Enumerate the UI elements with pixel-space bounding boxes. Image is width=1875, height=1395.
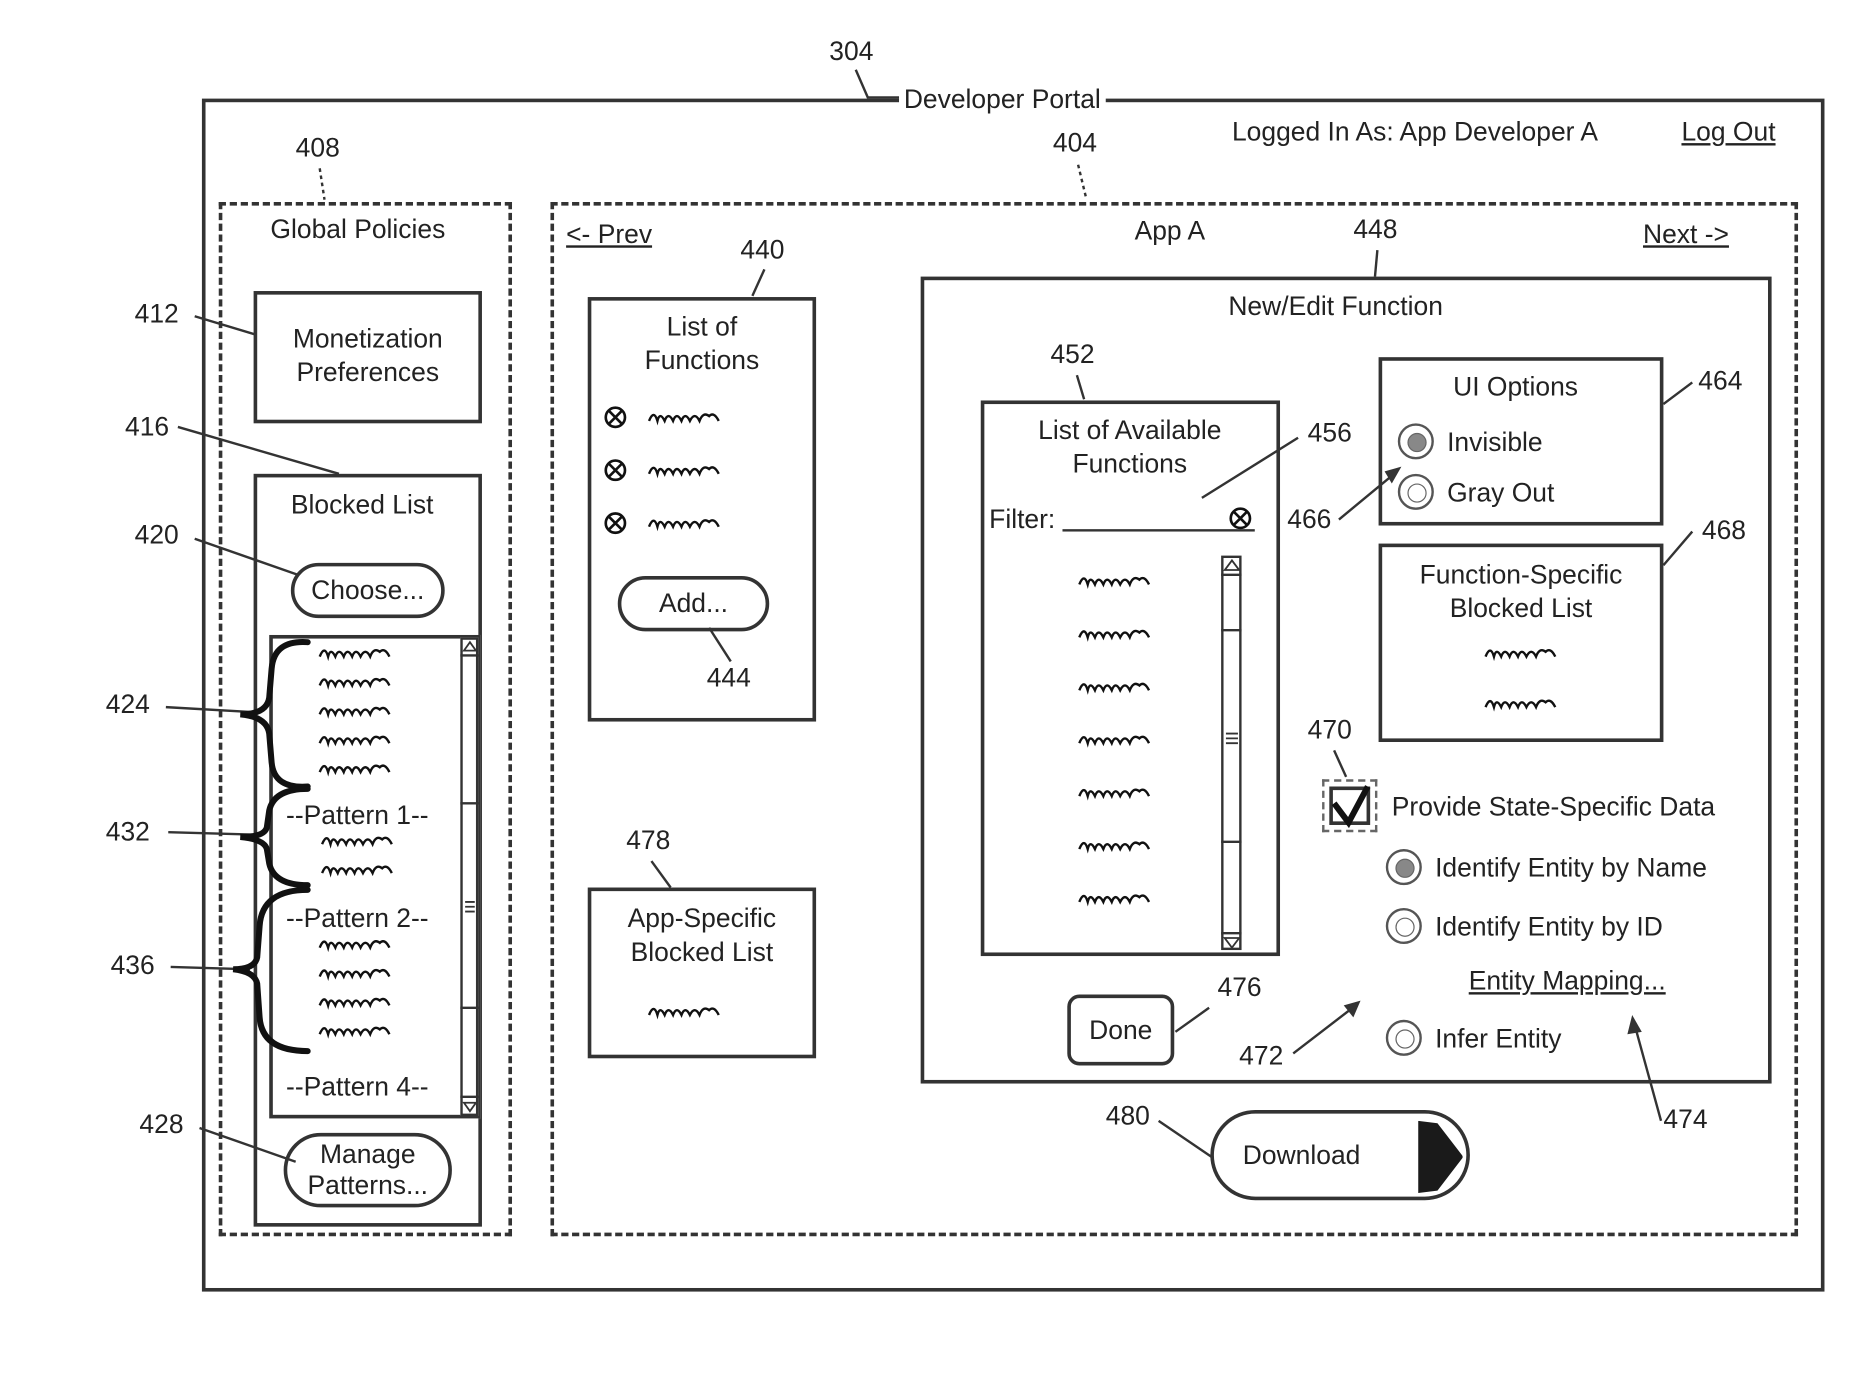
ref-428: 428 [139, 1109, 183, 1140]
leader-304 [856, 70, 899, 98]
download-button-label: Download [1243, 1140, 1361, 1171]
ref-416: 416 [125, 411, 169, 442]
state-specific-label: Provide State-Specific Data [1392, 790, 1715, 823]
ref-464: 464 [1698, 366, 1742, 397]
gray-out-radio[interactable] [1398, 474, 1434, 510]
prev-link[interactable]: <- Prev [566, 218, 652, 251]
logout-link[interactable]: Log Out [1681, 115, 1775, 148]
ref-440: 440 [740, 235, 784, 266]
choose-button[interactable]: Choose... [291, 563, 445, 618]
identify-by-name-label: Identify Entity by Name [1435, 851, 1707, 884]
infer-entity-label: Infer Entity [1435, 1022, 1561, 1055]
app-title: App A [1135, 214, 1206, 247]
function-specific-blocked-list-title: Function-Specific Blocked List [1392, 558, 1650, 624]
ref-412: 412 [135, 298, 179, 329]
gray-out-label: Gray Out [1447, 476, 1554, 509]
blocked-items-list[interactable] [269, 635, 481, 1118]
ref-404: 404 [1053, 127, 1097, 158]
ref-470: 470 [1308, 714, 1352, 745]
ref-424: 424 [106, 689, 150, 720]
ref-420: 420 [135, 520, 179, 551]
download-button[interactable]: Download [1210, 1110, 1470, 1200]
entity-mapping-link[interactable]: Entity Mapping... [1469, 964, 1666, 997]
ui-options-title: UI Options [1453, 370, 1578, 403]
filter-label: Filter: [989, 503, 1055, 536]
pattern-2-label: --Pattern 2-- [286, 902, 429, 935]
logged-in-label: Logged In As: App Developer A [1232, 115, 1598, 148]
ref-436: 436 [111, 950, 155, 981]
monetization-preferences-label: Monetization Preferences [270, 322, 465, 388]
done-button[interactable]: Done [1067, 995, 1174, 1066]
ref-474: 474 [1663, 1104, 1707, 1135]
ref-444: 444 [707, 663, 751, 694]
ref-476: 476 [1218, 972, 1262, 1003]
ref-432: 432 [106, 817, 150, 848]
ref-304: 304 [829, 36, 873, 67]
manage-patterns-button[interactable]: Manage Patterns... [284, 1133, 452, 1208]
ref-478: 478 [626, 825, 670, 856]
ref-448: 448 [1353, 214, 1397, 245]
ref-466: 466 [1287, 504, 1331, 535]
portal-title: Developer Portal [899, 83, 1106, 116]
available-functions-scrollbar[interactable] [1221, 556, 1241, 950]
invisible-label: Invisible [1447, 426, 1543, 459]
blocked-list-scrollbar[interactable] [460, 637, 478, 1116]
identify-by-id-label: Identify Entity by ID [1435, 910, 1663, 943]
new-edit-function-title: New/Edit Function [1228, 290, 1443, 323]
pattern-1-label: --Pattern 1-- [286, 799, 429, 832]
invisible-radio[interactable] [1398, 423, 1434, 459]
ref-408: 408 [296, 132, 340, 163]
next-link[interactable]: Next -> [1643, 218, 1729, 251]
app-specific-blocked-list-title: App-Specific Blocked List [601, 902, 803, 968]
add-function-button[interactable]: Add... [618, 576, 769, 631]
ref-472: 472 [1239, 1040, 1283, 1071]
available-functions-title: List of Available Functions [1017, 414, 1243, 480]
identify-by-name-radio[interactable] [1386, 849, 1422, 885]
list-of-functions-title: List of Functions [607, 310, 797, 376]
infer-entity-radio[interactable] [1386, 1020, 1422, 1056]
global-policies-title: Global Policies [270, 213, 445, 246]
ref-468: 468 [1702, 515, 1746, 546]
ref-452: 452 [1050, 339, 1094, 370]
done-button-label: Done [1089, 1014, 1152, 1045]
state-specific-checkbox-box [1329, 787, 1370, 825]
pattern-4-label: --Pattern 4-- [286, 1070, 429, 1103]
blocked-list-title: Blocked List [291, 488, 434, 521]
ref-480: 480 [1106, 1100, 1150, 1131]
filter-input[interactable] [1062, 529, 1254, 531]
identify-by-id-radio[interactable] [1386, 908, 1422, 944]
ref-456: 456 [1308, 417, 1352, 448]
download-arrow-icon [1413, 1121, 1466, 1193]
